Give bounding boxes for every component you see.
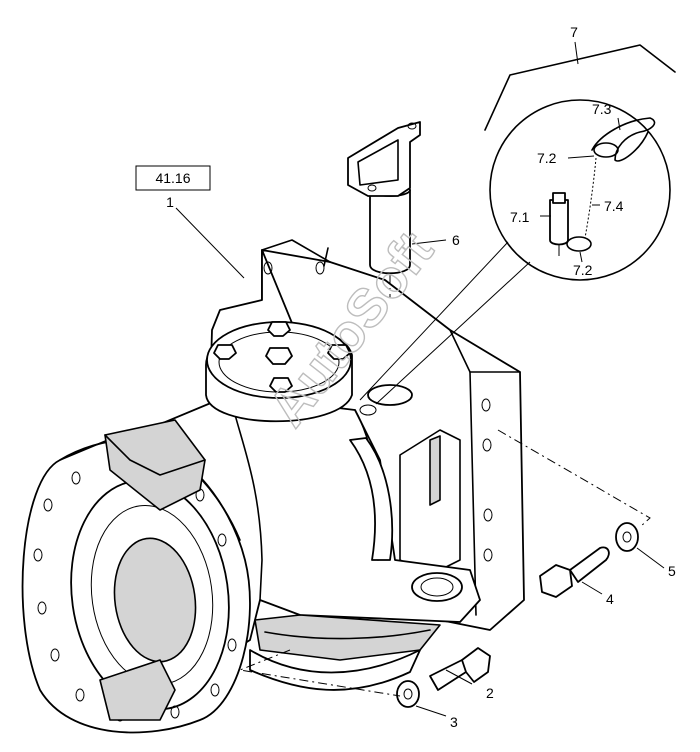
callout-7-4: 7.4 xyxy=(604,198,624,214)
cover-bolt xyxy=(327,344,351,360)
bolt-part-2 xyxy=(429,647,491,691)
reference-box: 41.16 xyxy=(135,165,211,191)
callout-6: 6 xyxy=(452,232,460,248)
cover-bolt xyxy=(267,321,291,337)
callout-3: 3 xyxy=(450,714,458,730)
spring-clip-7-3 xyxy=(591,117,656,162)
callout-7-3: 7.3 xyxy=(592,101,612,117)
callout-2: 2 xyxy=(486,685,494,701)
reference-box-text: 41.16 xyxy=(155,170,190,186)
callout-1: 1 xyxy=(166,194,174,210)
callout-7-2-lower: 7.2 xyxy=(573,262,593,278)
callout-7: 7 xyxy=(570,24,578,40)
callout-5: 5 xyxy=(668,563,676,579)
washer-part-3 xyxy=(396,680,420,708)
front-flange xyxy=(21,419,251,734)
callout-labels: 1 2 3 4 5 6 7 7.1 7.2 7.2 7.3 7.4 xyxy=(166,24,676,730)
washer-part-5 xyxy=(615,522,639,552)
chain-7-4 xyxy=(584,157,597,239)
ring-7-2-lower xyxy=(566,236,592,252)
center-lines xyxy=(238,275,651,697)
callout-7-1: 7.1 xyxy=(510,209,530,225)
leader-lines xyxy=(175,117,665,717)
lock-pin-part-6 xyxy=(347,121,421,275)
top-cover xyxy=(205,321,353,423)
bolt-part-4 xyxy=(539,546,610,598)
ring-7-2-upper xyxy=(593,142,619,158)
cover-bolt xyxy=(213,344,237,360)
clevis-pin-7-1 xyxy=(549,192,569,256)
cover-bolt xyxy=(269,377,293,393)
callout-4: 4 xyxy=(606,591,614,607)
detail-7-callout xyxy=(359,41,676,405)
callout-7-2-upper: 7.2 xyxy=(537,150,557,166)
